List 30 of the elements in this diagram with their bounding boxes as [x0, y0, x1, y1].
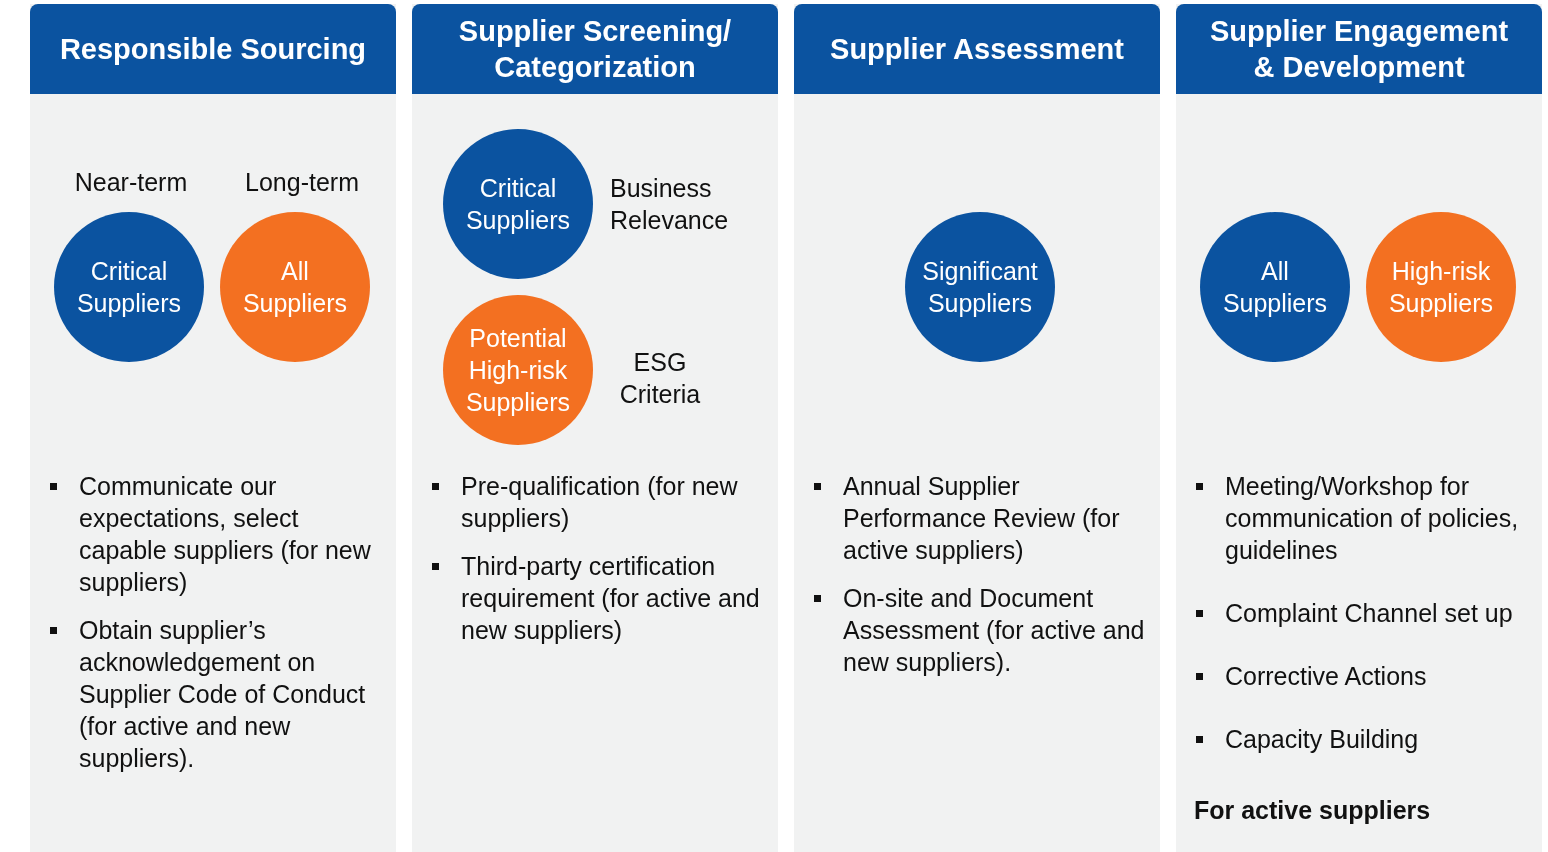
circle-label: Critical Suppliers [464, 173, 572, 236]
side-label: Business Relevance [610, 173, 730, 236]
circle-label: Potential High-risk Suppliers [464, 323, 572, 418]
header-band: Supplier Engagement & Development [1176, 4, 1542, 94]
bullet-text: Corrective Actions [1225, 662, 1427, 690]
bullet-text: Meeting/Workshop for communication of policies, guidelines [1225, 472, 1519, 564]
circle-label: High-risk Suppliers [1387, 256, 1495, 319]
bullet-text: Obtain supplier’s acknowledgement on Supplier Code of Conduct (for active and new suppliers). [79, 616, 366, 772]
side-label: ESG Criteria [618, 347, 702, 410]
header-band: Supplier Screening/ Categorization [412, 4, 778, 94]
column-panel [1176, 4, 1542, 852]
note-text: For active suppliers [1194, 795, 1432, 826]
bullet-text: Capacity Building [1225, 725, 1419, 753]
bullet-text: Third-party certification requirement (for active and new suppliers) [461, 552, 760, 644]
bullet-text: On-site and Document Assessment (for active and new suppliers). [843, 584, 1145, 676]
circle-label: All Suppliers [1221, 256, 1329, 319]
bullet-text: Pre-qualification (for new suppliers) [461, 472, 738, 532]
column-panel [30, 4, 396, 852]
column-panel [412, 4, 778, 852]
header-band: Supplier Assessment [794, 4, 1160, 94]
bullet-text: Complaint Channel set up [1225, 599, 1513, 627]
header-band: Responsible Sourcing [30, 4, 396, 94]
side-label: Long-term [244, 167, 360, 198]
bullet-text: Communicate our expectations, select capable suppliers (for new suppliers) [79, 472, 371, 596]
bullet-text: Annual Supplier Performance Review (for active suppliers) [843, 472, 1120, 564]
circle-label: Significant Suppliers [921, 256, 1039, 319]
column-panel [794, 4, 1160, 852]
circle-label: All Suppliers [241, 256, 349, 319]
circle-label: Critical Suppliers [75, 256, 183, 319]
side-label: Near-term [73, 167, 189, 198]
